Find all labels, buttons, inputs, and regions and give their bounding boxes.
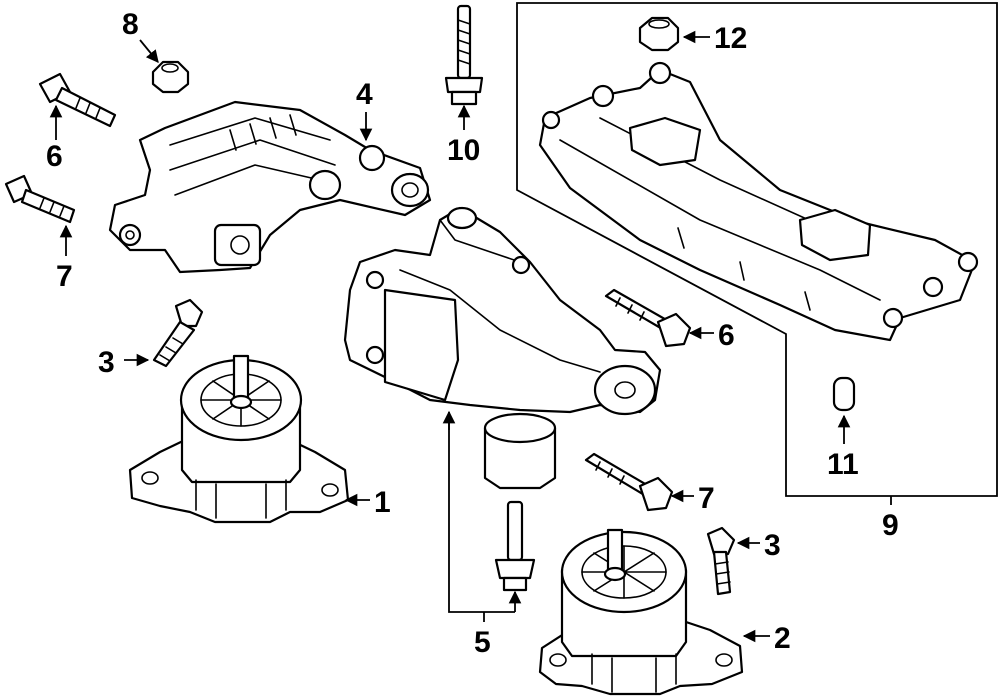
mount-bracket-4 [108,100,432,274]
callout-6-upper: 6 [46,140,63,173]
callout-8-leader [139,39,159,63]
callout-3-right: 3 [764,529,781,562]
callout-2: 2 [774,622,791,655]
bolt-7-middle [584,452,674,512]
engine-mount-2 [538,528,744,696]
bolt-3-right [706,526,736,596]
callout-7-middle: 7 [698,482,715,515]
callout-5: 5 [474,626,491,659]
callout-3-left: 3 [98,346,115,379]
center-bracket-5 [343,206,662,490]
callout-7-left: 7 [56,260,73,293]
callout-8: 8 [122,8,139,41]
callout-1: 1 [374,486,391,519]
bolt-6-upper [38,72,117,128]
callout-4: 4 [356,78,373,111]
stud-10 [444,4,484,106]
rear-crossmember [538,61,979,342]
callout-12: 12 [714,22,747,55]
callout-9: 9 [882,509,899,542]
nut-12 [638,16,680,52]
stud-5 [494,500,536,592]
callout-5-bracket [448,414,515,613]
bolt-6-middle [604,288,692,348]
nut-8 [151,60,190,94]
crossmember-group-box [516,2,998,497]
bolt-7-left [4,174,76,224]
callout-11: 11 [827,448,859,481]
engine-mount-1 [128,354,350,524]
callout-6-middle: 6 [718,319,735,352]
bolt-3-left [152,298,204,368]
callout-10: 10 [447,134,480,167]
plug-11 [832,376,856,412]
